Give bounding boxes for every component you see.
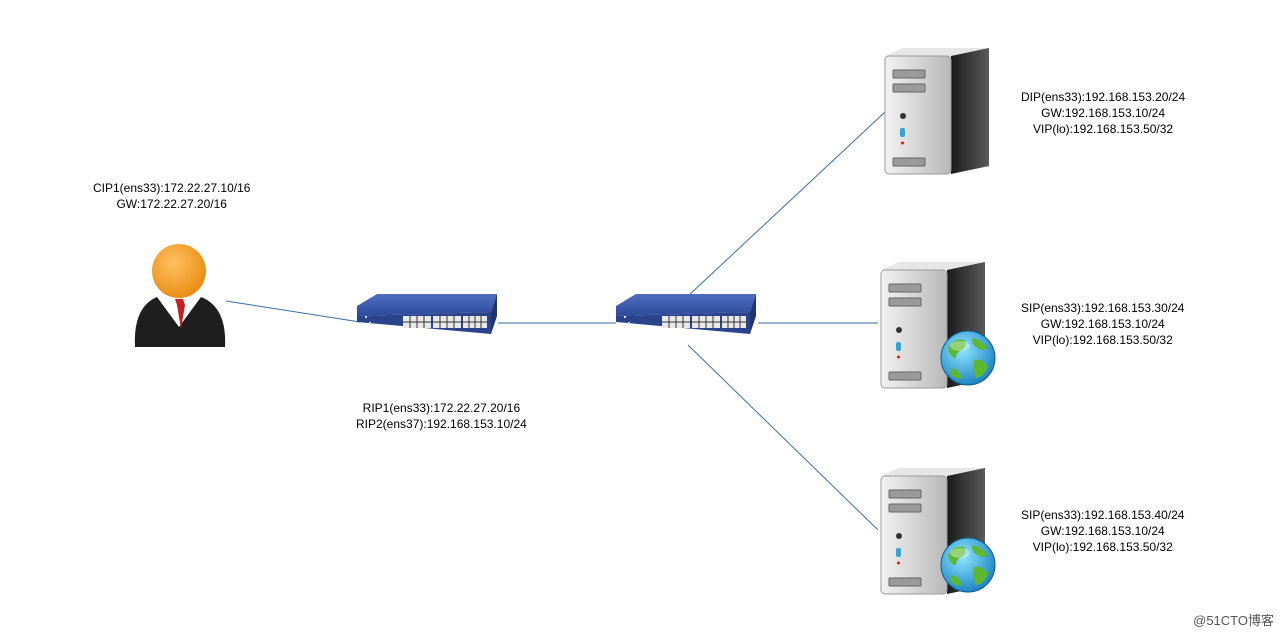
link-switch-realserver2 [687,344,879,531]
director-gw-text: GW:192.168.153.10/24 [1041,106,1165,120]
router-label: RIP1(ens33):172.22.27.20/16 RIP2(ens37):… [356,400,527,432]
client-label: CIP1(ens33):172.22.27.10/16 GW:172.22.27… [93,180,250,212]
network-links [225,111,886,531]
router-rip2-text: RIP2(ens37):192.168.153.10/24 [356,417,527,431]
real-server-1-sip-text: SIP(ens33):192.168.153.30/24 [1021,301,1185,315]
client-person-icon [134,244,226,347]
real-server-1-gw-text: GW:192.168.153.10/24 [1040,317,1165,331]
client-gw-text: GW:172.22.27.20/16 [116,197,227,211]
client-cip-text: CIP1(ens33):172.22.27.10/16 [93,181,251,195]
real-server-1-vip-text: VIP(lo):192.168.153.50/32 [1032,333,1173,347]
director-server-icon [884,47,990,175]
router-rip1-text: RIP1(ens33):172.22.27.20/16 [362,401,521,415]
watermark: @51CTO博客 [1193,613,1274,628]
director-dip-text: DIP(ens33):192.168.153.20/24 [1021,90,1186,104]
director-label: DIP(ens33):192.168.153.20/24 GW:192.168.… [1021,89,1185,137]
core-switch-icon [615,293,757,335]
link-client-router [225,300,361,323]
real-server-2-vip-text: VIP(lo):192.168.153.50/32 [1032,540,1173,554]
director-vip-text: VIP(lo):192.168.153.50/32 [1033,122,1174,136]
link-switch-director [687,111,886,297]
real-server-2-gw-text: GW:192.168.153.10/24 [1040,524,1165,538]
real-server-2-sip-text: SIP(ens33):192.168.153.40/24 [1021,508,1185,522]
real-server-2-label: SIP(ens33):192.168.153.40/24 GW:192.168.… [1021,507,1184,555]
router-switch-icon [356,293,498,335]
real-server-1-label: SIP(ens33):192.168.153.30/24 GW:192.168.… [1021,300,1184,348]
real-server-2-globe-icon [940,537,996,593]
real-server-1-globe-icon [940,330,996,386]
